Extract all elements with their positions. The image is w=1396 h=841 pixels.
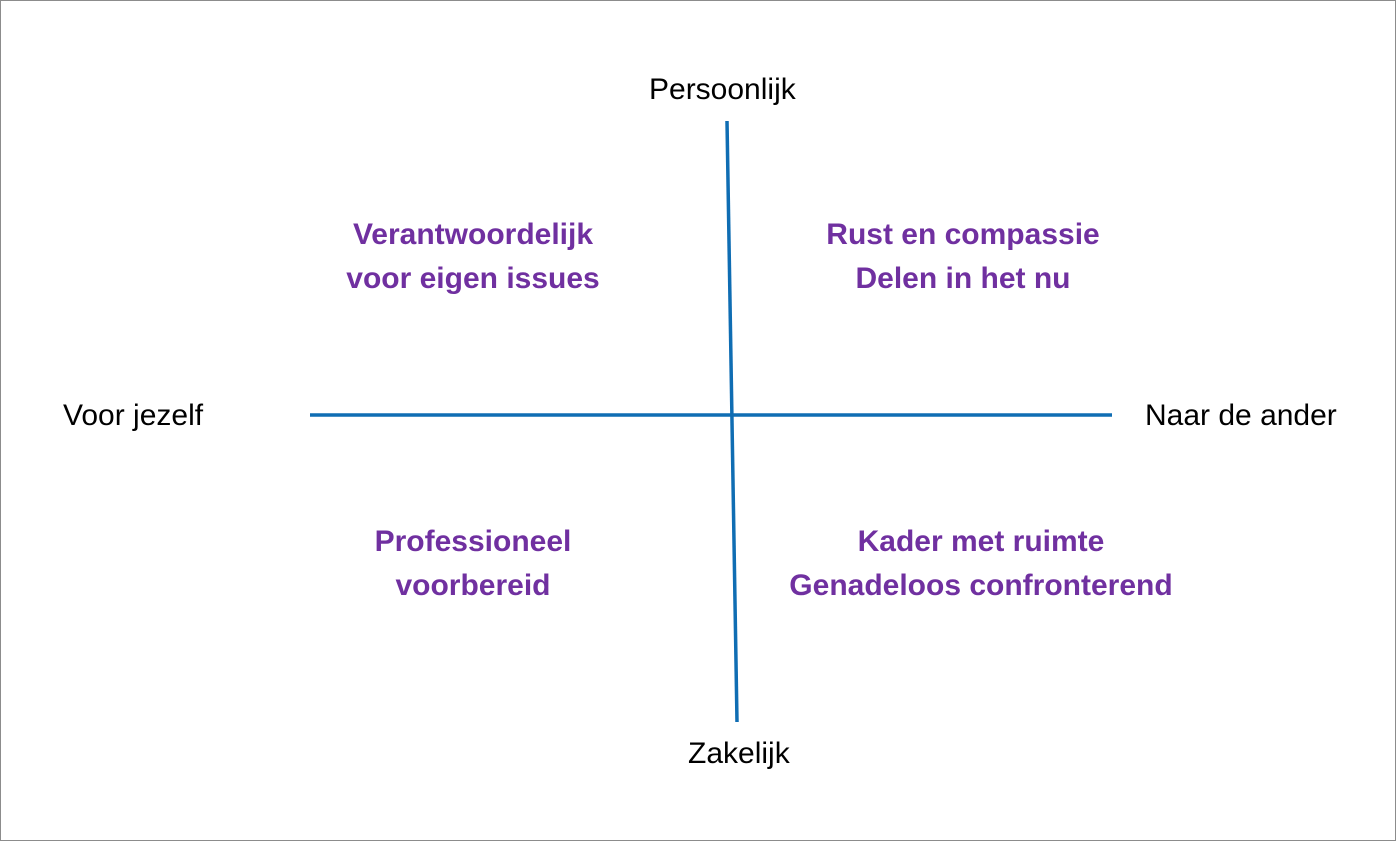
quadrant-bottom-left-line2: voorbereid xyxy=(395,569,551,602)
quadrant-top-left: Verantwoordelijk voor eigen issues xyxy=(346,213,599,301)
axis-label-left: Voor jezelf xyxy=(63,399,204,432)
quadrant-bottom-right-line1: Kader met ruimte xyxy=(857,525,1105,558)
quadrant-bottom-right: Kader met ruimte Genadeloos confronteren… xyxy=(789,520,1172,608)
quadrant-top-right-line2: Delen in het nu xyxy=(855,262,1071,295)
quadrant-bottom-left-line1: Professioneel xyxy=(374,525,572,558)
quadrant-bottom-right-line2: Genadeloos confronterend xyxy=(789,569,1173,602)
axis-label-bottom: Zakelijk xyxy=(688,737,790,770)
axis-label-right: Naar de ander xyxy=(1145,399,1337,432)
vertical-axis-line xyxy=(725,120,739,723)
axis-label-top: Persoonlijk xyxy=(649,73,796,106)
quadrant-top-right: Rust en compassie Delen in het nu xyxy=(826,213,1099,301)
quadrant-top-right-line1: Rust en compassie xyxy=(826,218,1100,251)
quadrant-bottom-left: Professioneel voorbereid xyxy=(375,520,572,608)
quadrant-top-left-line2: voor eigen issues xyxy=(346,262,600,295)
quadrant-top-left-line1: Verantwoordelijk xyxy=(352,218,594,251)
